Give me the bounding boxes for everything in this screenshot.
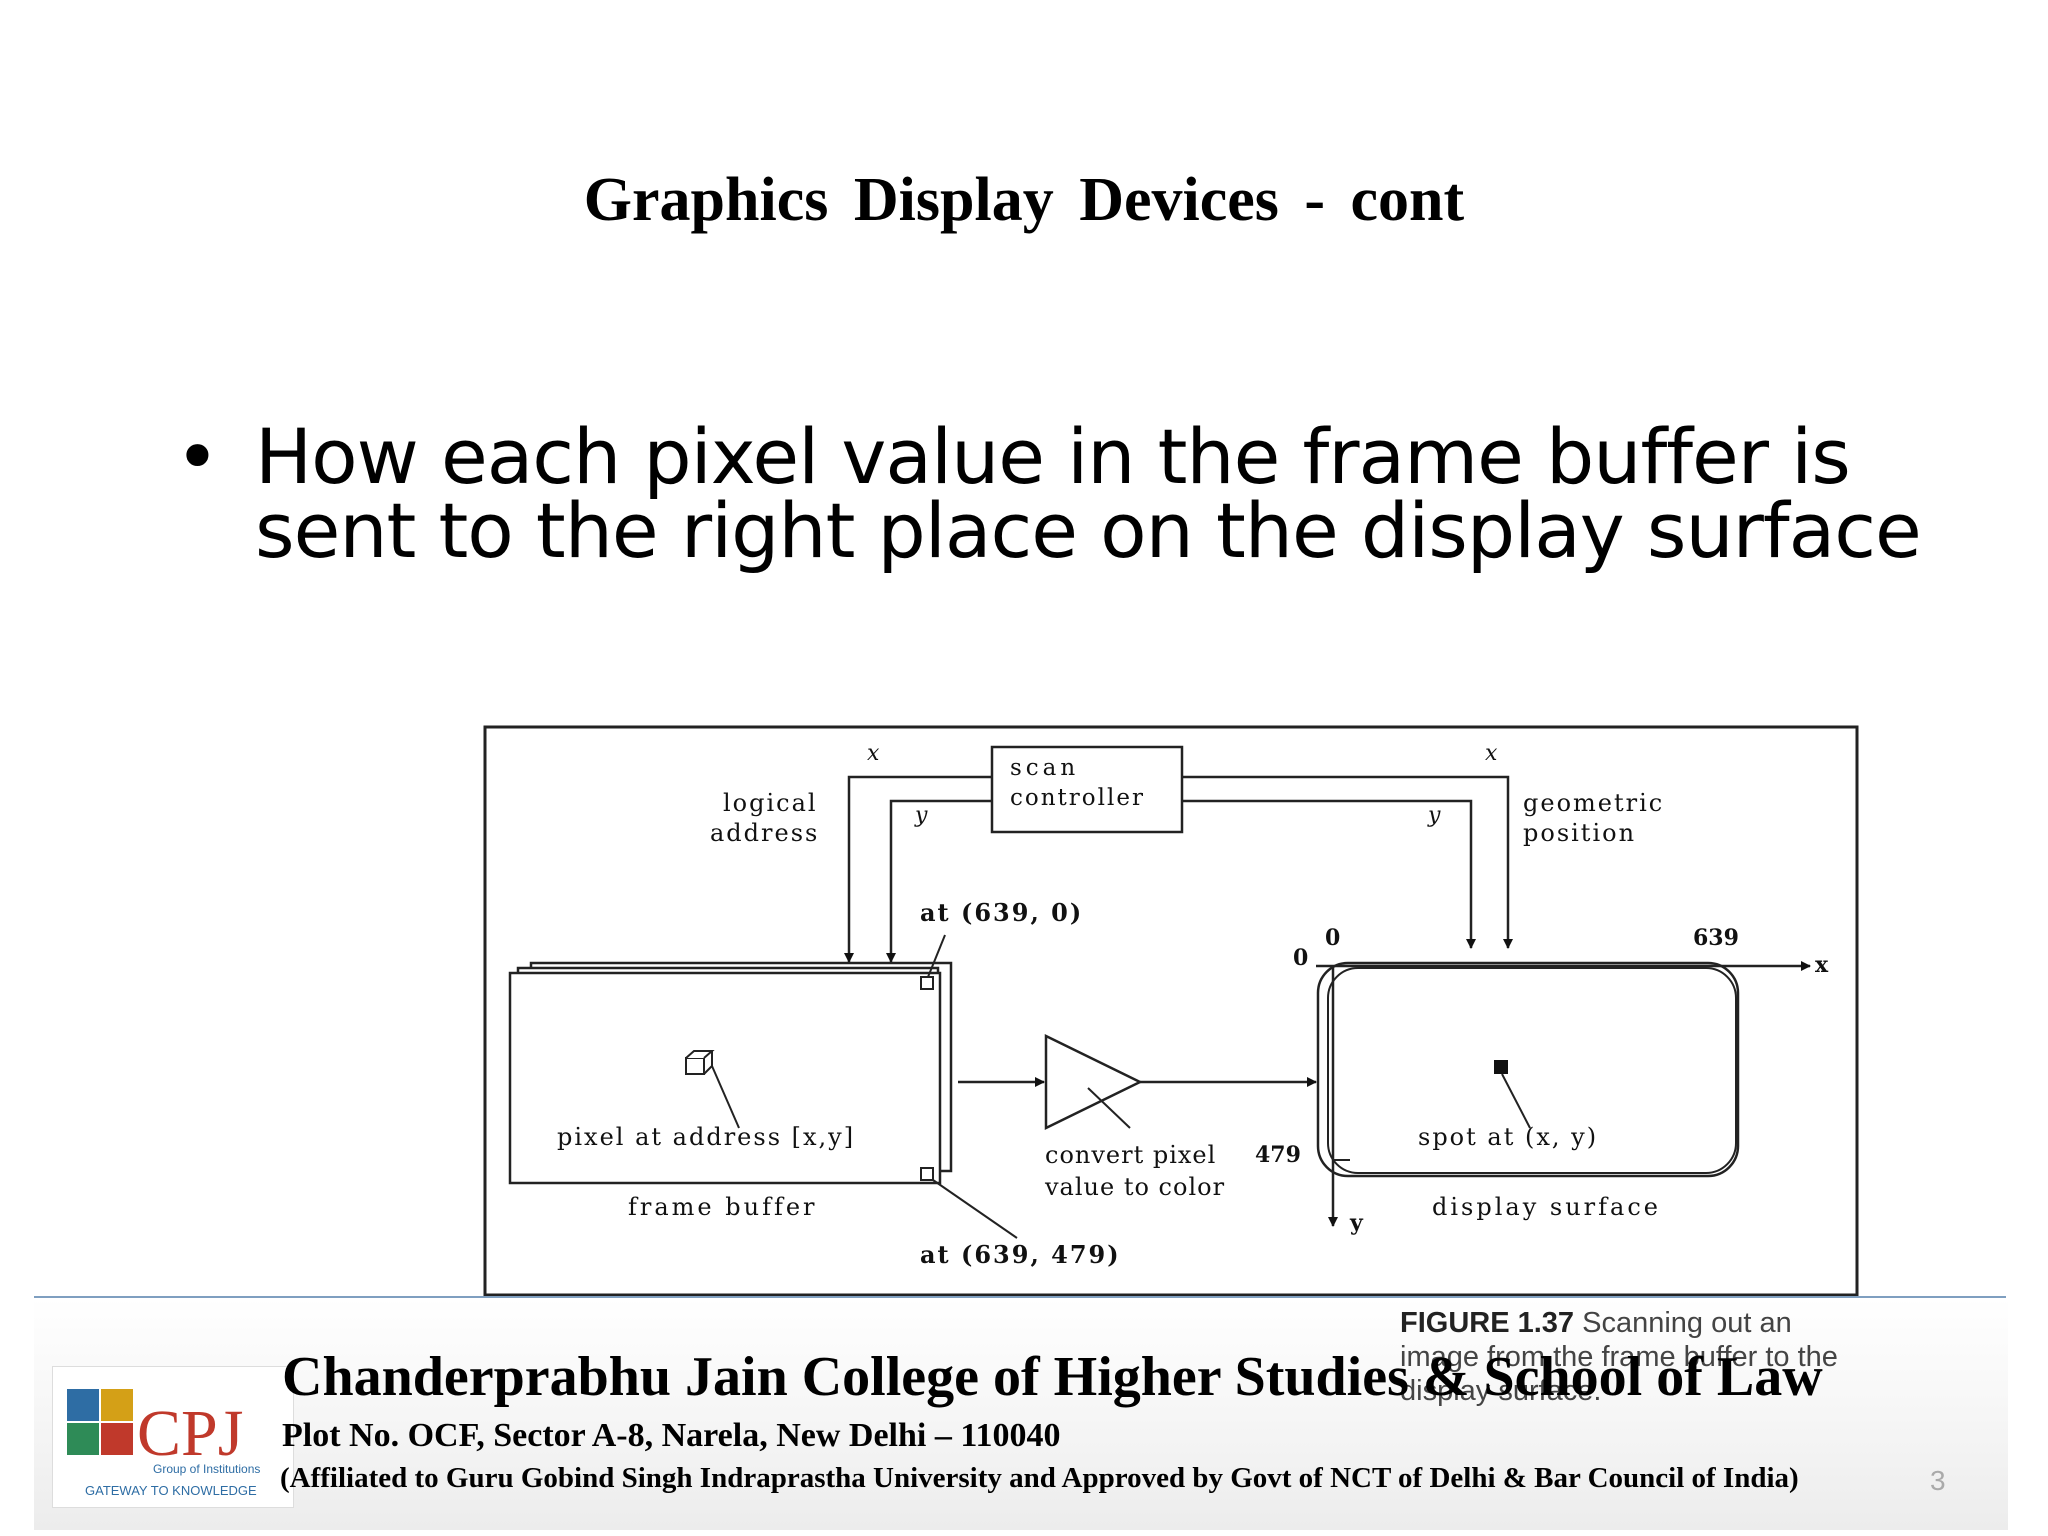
logical-address-label-2: address xyxy=(710,819,819,847)
converter-diagonal xyxy=(1087,1087,1131,1129)
figure-caption: FIGURE 1.37 Scanning out an image from t… xyxy=(1400,1306,1840,1408)
page-number: 3 xyxy=(1930,1465,1946,1496)
at-top-label: at (639, 0) xyxy=(920,898,1083,927)
at-bottom-label: at (639, 479) xyxy=(920,1240,1121,1269)
tick-479: 479 xyxy=(1255,1142,1301,1168)
scan-controller-label-2: controller xyxy=(1010,785,1145,811)
axis-y-label: y xyxy=(1349,1210,1364,1236)
geometric-position-label-2: position xyxy=(1523,819,1636,847)
convert-label-2: value to color xyxy=(1044,1173,1225,1201)
logo-letters: CPJ xyxy=(137,1397,243,1470)
footer-divider xyxy=(34,1296,2006,1298)
college-affiliation: (Affiliated to Guru Gobind Singh Indrapr… xyxy=(280,1462,1799,1494)
display-surface-box xyxy=(1316,961,1740,1178)
spot-leader xyxy=(1501,1073,1531,1129)
geometric-position-label-1: geometric xyxy=(1523,789,1664,817)
at-bottom-leader xyxy=(932,1179,1018,1239)
scan-controller-label-1: scan xyxy=(1010,755,1079,781)
figure-caption-label: FIGURE 1.37 xyxy=(1400,1307,1575,1339)
pixel-label: pixel at address [x,y] xyxy=(557,1123,855,1151)
converter-triangle xyxy=(1044,1033,1143,1131)
college-logo: CPJ Group of Institutions GATEWAY TO KNO… xyxy=(52,1366,294,1508)
frame-buffer-corner-top xyxy=(920,976,934,990)
frame-buffer-box xyxy=(508,961,953,1185)
spot-label: spot at (x, y) xyxy=(1418,1123,1598,1151)
at-top-leader xyxy=(927,934,946,978)
college-name: Chanderprabhu Jain College of Higher Stu… xyxy=(282,1346,1823,1408)
logical-address-label-1: logical xyxy=(723,789,818,817)
bullet-text-line-2: sent to the right place on the display s… xyxy=(255,486,1922,575)
scan-to-display-lines xyxy=(1182,775,1513,949)
logo-sub: Group of Institutions xyxy=(153,1462,260,1476)
scan-controller-box xyxy=(990,745,1184,834)
pixel-cube-icon xyxy=(685,1050,715,1075)
convert-label-1: convert pixel xyxy=(1045,1141,1216,1169)
slide-title: Graphics Display Devices - cont xyxy=(583,166,1465,234)
y-label-right: y xyxy=(1427,803,1441,828)
cpj-logo-icon: CPJ Group of Institutions GATEWAY TO KNO… xyxy=(67,1389,260,1498)
college-address: Plot No. OCF, Sector A-8, Narela, New De… xyxy=(282,1417,1061,1454)
frame-buffer-label: frame buffer xyxy=(628,1193,818,1221)
scan-to-frame-buffer-lines xyxy=(844,775,992,963)
figure-caption-text: Scanning out an image from the frame buf… xyxy=(1400,1307,1838,1407)
x-label-left: x xyxy=(867,741,880,766)
footer-background xyxy=(34,1298,2008,1530)
frame-buffer-corner-bottom xyxy=(920,1167,934,1181)
tick-0-left: 0 xyxy=(1293,945,1308,971)
tick-639: 639 xyxy=(1693,925,1739,951)
tick-0-top: 0 xyxy=(1325,925,1340,951)
spot-marker xyxy=(1494,1060,1508,1074)
x-label-right: x xyxy=(1485,741,1498,766)
display-surface-label: display surface xyxy=(1432,1193,1661,1221)
y-label-left: y xyxy=(914,803,928,828)
axis-x-label: x xyxy=(1815,952,1829,978)
bullet-text-line-1: How each pixel value in the frame buffer… xyxy=(255,412,1851,501)
logo-tagline: GATEWAY TO KNOWLEDGE xyxy=(85,1483,257,1498)
display-surface-inner xyxy=(1327,967,1737,1174)
bullet-dot-icon: • xyxy=(175,412,220,501)
pixel-leader xyxy=(711,1065,740,1129)
